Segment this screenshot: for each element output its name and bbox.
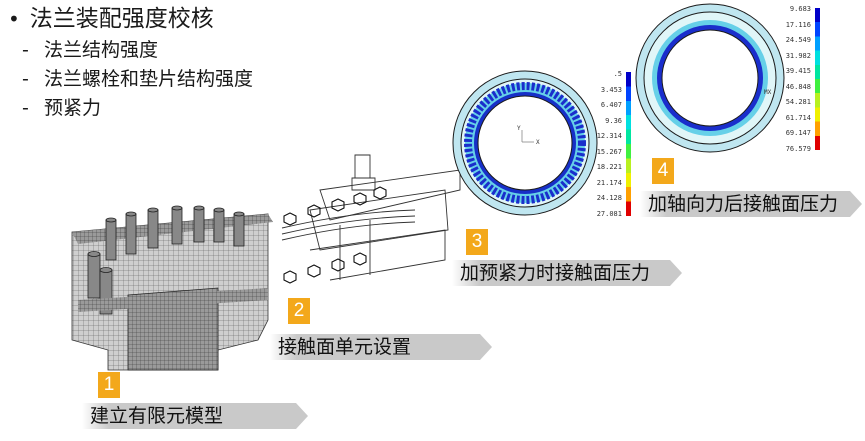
legend-value: 9.683 bbox=[789, 5, 811, 13]
legend-value: 12.314 bbox=[596, 132, 622, 141]
step-1-label: 建立有限元模型 bbox=[82, 403, 308, 429]
main-bullet-text: 法兰装配强度校核 bbox=[29, 6, 214, 32]
step-4-label: 加轴向力后接触面压力 bbox=[640, 191, 862, 217]
pretension-pressure-plot: Y X bbox=[452, 70, 598, 216]
step-3-number: 3 bbox=[466, 229, 488, 255]
legend-value: 6.407 bbox=[600, 101, 622, 110]
legend-value: 15.267 bbox=[596, 147, 622, 156]
legend-value: 24.549 bbox=[785, 36, 811, 45]
contact-elements-image bbox=[281, 154, 461, 284]
bullet-dot: • bbox=[8, 7, 20, 31]
legend-value: 24.128 bbox=[596, 194, 622, 203]
step-1-number: 1 bbox=[98, 372, 120, 398]
bullet-list: • 法兰装配强度校核 - 法兰结构强度 - 法兰螺栓和垫片结构强度 - 预紧力 bbox=[8, 2, 253, 123]
mx-label: MX bbox=[764, 89, 772, 96]
legend-value: 31.982 bbox=[785, 51, 811, 60]
legend3-colorbar bbox=[626, 72, 631, 216]
legend-value: 27.081 bbox=[596, 210, 622, 218]
sub-bullet-text: 法兰结构强度 bbox=[44, 39, 159, 61]
legend-value: 46.848 bbox=[785, 82, 811, 91]
dash: - bbox=[22, 39, 29, 61]
legend-value: 61.714 bbox=[785, 113, 811, 122]
sub-bullet: - 法兰结构强度 bbox=[8, 36, 253, 65]
sub-bullet-text: 预紧力 bbox=[44, 97, 102, 119]
legend-value: 39.415 bbox=[785, 67, 811, 76]
y-axis-label: Y bbox=[517, 125, 521, 132]
legend-value: 17.116 bbox=[785, 20, 811, 29]
fe-mesh-model-image bbox=[71, 205, 273, 371]
sub-bullet: - 预紧力 bbox=[8, 94, 253, 123]
legend-value: 21.174 bbox=[596, 178, 622, 187]
legend-value: 9.36 bbox=[605, 116, 622, 125]
legend-value: 76.579 bbox=[785, 145, 811, 153]
sub-bullet: - 法兰螺栓和垫片结构强度 bbox=[8, 65, 253, 94]
step-3-label: 加预紧力时接触面压力 bbox=[452, 260, 682, 286]
legend3-labels: .5 3.453 6.407 9.36 12.314 15.267 18.221 21.174… bbox=[588, 70, 622, 218]
legend-value: .5 bbox=[613, 70, 622, 78]
sub-bullet-text: 法兰螺栓和垫片结构强度 bbox=[44, 68, 254, 90]
main-bullet: • 法兰装配强度校核 bbox=[8, 2, 253, 36]
legend4-colorbar bbox=[815, 8, 820, 150]
step-4-number: 4 bbox=[652, 158, 674, 184]
legend-value: 69.147 bbox=[785, 129, 811, 138]
legend-value: 54.281 bbox=[785, 98, 811, 107]
legend-value: 18.221 bbox=[596, 163, 622, 172]
step-2-label: 接触面单元设置 bbox=[270, 334, 492, 360]
legend4-labels: 9.683 17.116 24.549 31.982 39.415 46.848 54.28… bbox=[777, 5, 811, 153]
dash: - bbox=[22, 97, 29, 119]
dash: - bbox=[22, 68, 29, 90]
x-axis-label: X bbox=[536, 139, 540, 146]
step-2-number: 2 bbox=[288, 298, 310, 324]
axial-load-pressure-plot: MX bbox=[635, 3, 785, 153]
legend-value: 3.453 bbox=[600, 85, 622, 94]
